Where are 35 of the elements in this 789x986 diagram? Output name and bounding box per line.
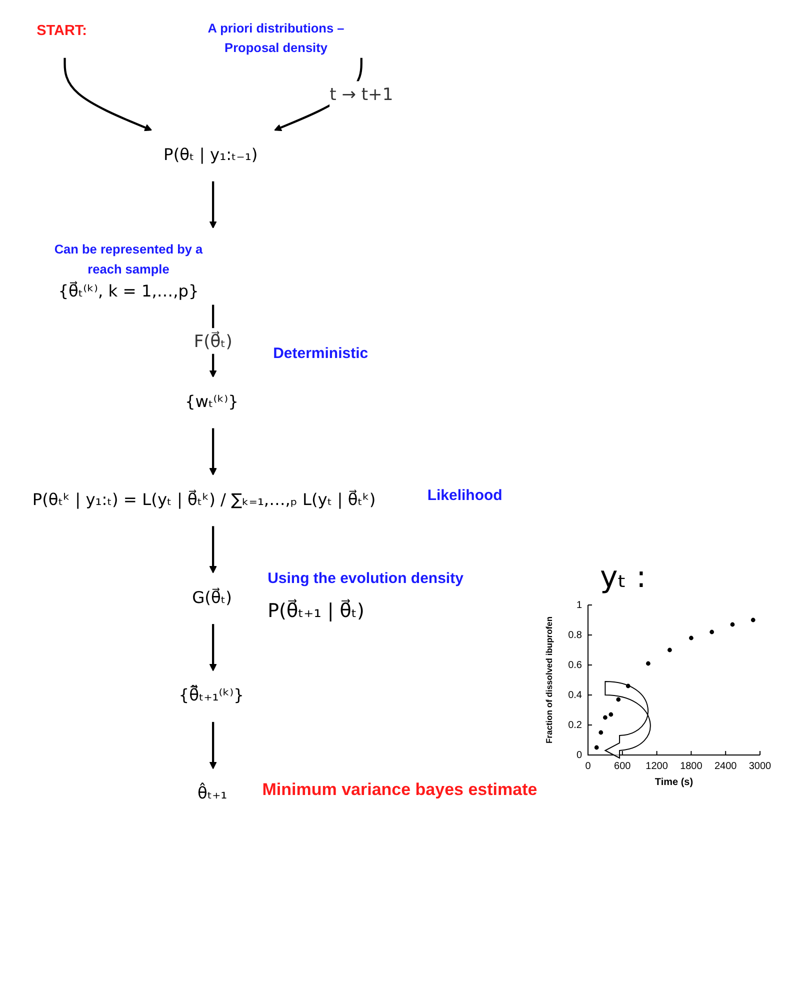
process-step: A priori distributions – Proposal density xyxy=(208,21,344,55)
tick-label: 3000 xyxy=(748,761,772,772)
arrow xyxy=(64,58,152,132)
formula: G(θ⃗ₜ) xyxy=(192,588,232,607)
annotation-text: Likelihood xyxy=(427,486,502,504)
formula: {θ̃⃗ₜ₊₁⁽ᵏ⁾} xyxy=(178,686,244,705)
note-text: yₜ : xyxy=(599,560,646,595)
annotation-text: Minimum variance bayes estimate xyxy=(262,780,538,800)
tick-label: 0.8 xyxy=(568,630,582,641)
arrow xyxy=(209,428,217,476)
tick-label: 600 xyxy=(614,761,631,772)
tick-label: 1 xyxy=(576,600,582,611)
tick-label: 0.2 xyxy=(568,720,582,731)
process-step: Can be represented by a reach sample {θ⃗ₜ⁽ᵏ⁾, k = 1,…,p} xyxy=(54,242,203,301)
formula: {wₜ⁽ᵏ⁾} xyxy=(184,392,238,412)
tick-label: 0 xyxy=(576,750,582,761)
tick-label: 2400 xyxy=(714,761,737,772)
tick-label: 1800 xyxy=(680,761,702,772)
annotation-text: P(θ⃗ₜ₊₁ | θ⃗ₜ) xyxy=(268,600,364,622)
start-label: START: xyxy=(36,22,87,38)
formula: θ̂ₜ₊₁ xyxy=(197,784,228,803)
arrow xyxy=(209,181,217,228)
tick-label: 1200 xyxy=(646,761,668,772)
tick-label: 0.6 xyxy=(568,660,582,671)
formula: P(θₜᵏ | y₁:ₜ) = L(yₜ | θ⃗ₜᵏ) / ∑ₖ₌₁,…,ₚ L(yₜ | θ⃗ₜᵏ) xyxy=(32,490,376,510)
axis-title: Fraction of dissolved ibuprofen xyxy=(544,616,554,744)
arrow xyxy=(209,624,217,672)
axis-title: Time (s) xyxy=(654,777,694,788)
arrow xyxy=(209,722,217,770)
tick-label: 0.4 xyxy=(568,690,582,701)
tick-label: 0 xyxy=(585,761,591,772)
annotation-text: Using the evolution density xyxy=(268,570,464,588)
formula: P(θₜ | y₁:ₜ₋₁) xyxy=(164,146,258,164)
arrow xyxy=(209,526,217,574)
note-text: Deterministic xyxy=(273,344,368,362)
